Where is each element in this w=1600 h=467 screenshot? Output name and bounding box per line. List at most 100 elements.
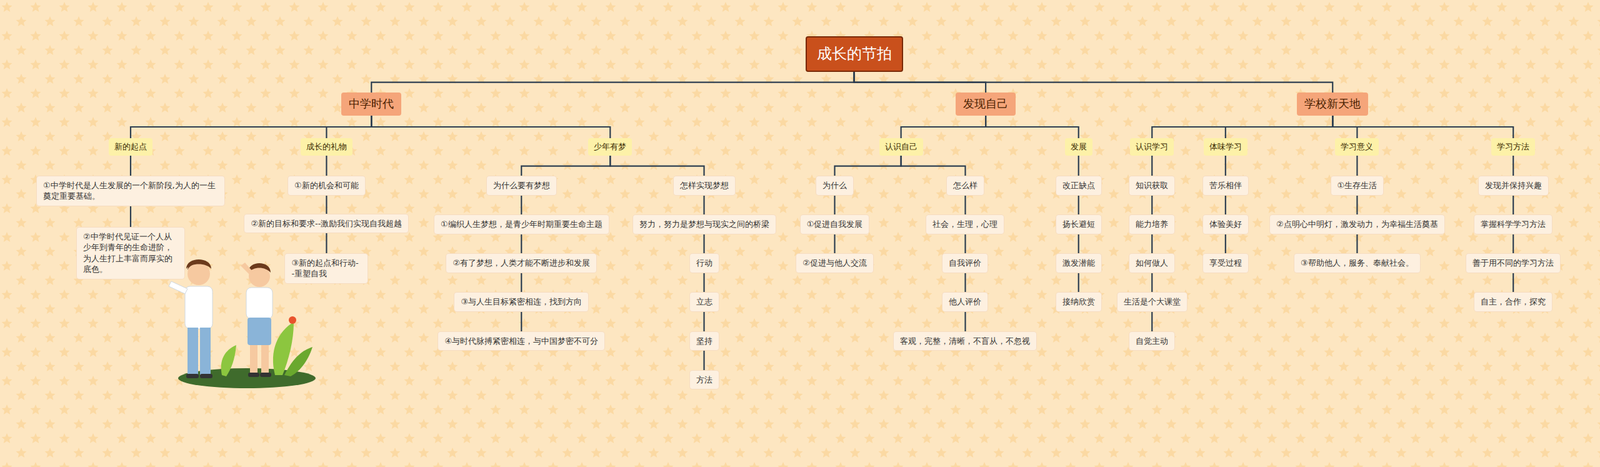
node-text: ①新的机会和可能 [294,180,359,192]
branch-connector [130,155,132,177]
node-text: ④与时代脉搏紧密相连，与中国梦密不可分 [444,335,599,347]
node-text: ①促进自我发展 [806,218,864,230]
branch-connector [1078,272,1080,294]
branch-connector [1512,195,1514,216]
node-text: 体验美好 [1209,218,1242,230]
branch-connector [1151,233,1153,254]
node-text: 社会，生理，心理 [932,218,998,230]
node-text: 成长的节拍 [816,43,892,64]
node-text: 他人评价 [948,296,982,308]
leaf-topic: 客观，完整，清晰，不盲从，不忽视 [893,331,1037,351]
node-text: ③新的起点和行动--重塑自我 [291,257,362,280]
node-text: ③帮助他人，服务、奉献社会。 [1300,257,1414,269]
branch-connector [1078,155,1080,177]
main-branch: 中学时代 [341,92,402,115]
leaf-topic: 自觉主动 [1129,331,1175,351]
branch-connector [964,195,966,216]
branch-connector [703,311,705,332]
leaf-topic: 生活是个大课堂 [1117,292,1187,312]
branch-connector [1225,115,1333,139]
branch-connector [964,272,966,294]
leaf-topic: 善于用不同的学习方法 [1466,253,1560,273]
leaf-topic: 改正缺点 [1056,176,1102,195]
root-topic: 成长的节拍 [805,36,904,72]
node-text: 自觉主动 [1135,335,1169,347]
main-branch: 学校新天地 [1296,92,1369,115]
branch-connector [1512,272,1514,294]
branch-connector [835,155,902,177]
branch-connector [1225,233,1227,254]
node-text: 能力培养 [1135,218,1169,230]
node-text: ②点明心中明灯，激发动力，为幸福生活奠基 [1276,218,1439,230]
branch-connector [325,232,327,254]
leaf-topic: 方法 [690,370,719,390]
node-text: 发展 [1070,141,1087,153]
node-text: 新的起点 [114,141,147,153]
node-text: 认识自己 [885,141,918,153]
node-text: ②有了梦想，人类才能不断进步和发展 [452,257,590,269]
branch-connector [1078,233,1080,254]
leaf-topic: ②点明心中明灯，激发动力，为幸福生活奠基 [1270,215,1445,234]
leaf-topic: 坚持 [690,331,719,351]
sub-branch: 认识自己 [879,138,924,156]
sub-branch: 发展 [1065,138,1093,156]
node-text: 接纳欣赏 [1062,296,1095,308]
branch-connector [964,311,966,332]
leaf-topic: ②有了梦想，人类才能不断进步和发展 [446,253,597,273]
leaf-topic: ②中学时代见证一个人从少年到青年的生命进阶，为人生打上丰富而厚实的底色。 [76,227,185,279]
leaf-topic: ④与时代脉搏紧密相连，与中国梦密不可分 [438,331,605,351]
node-text: 方法 [696,374,713,386]
leaf-topic: 努力，努力是梦想与现实之间的桥梁 [633,215,776,234]
leaf-topic: 社会，生理，心理 [926,215,1004,234]
sub-branch: 体味学习 [1203,138,1248,156]
branch-connector [1151,115,1333,139]
branch-connector [703,350,705,370]
leaf-topic: 扬长避短 [1056,215,1102,234]
node-text: 善于用不同的学习方法 [1472,257,1554,269]
sub-branch: 认识学习 [1130,138,1174,156]
leaf-topic: 行动 [690,253,719,273]
leaf-topic: 怎么样 [946,176,984,195]
branch-connector [833,233,835,254]
branch-connector [1151,155,1153,177]
branch-connector [1151,195,1153,216]
node-text: 改正缺点 [1062,180,1095,192]
branch-connector [520,311,522,332]
node-text: 体味学习 [1209,141,1242,153]
sub-branch: 学习意义 [1335,138,1379,156]
branch-connector [964,233,966,254]
node-text: 掌握科学学习方法 [1480,218,1546,230]
node-text: 自我评价 [948,257,982,269]
node-text: 激发潜能 [1062,257,1095,269]
node-text: ③与人生目标紧密相连，找到方向 [460,296,582,308]
branch-connector [1332,115,1514,139]
branch-connector [1078,195,1080,216]
node-text: 自主，合作，探究 [1480,296,1546,308]
leaf-topic: ③与人生目标紧密相连，找到方向 [454,292,589,312]
branch-connector [1356,155,1358,177]
node-text: ①生存生活 [1337,180,1378,192]
branch-connector [901,155,966,177]
leaf-topic: ②新的目标和要求--激励我们实现自我超越 [244,214,409,234]
branch-connector [1225,195,1227,216]
node-text: 知识获取 [1135,180,1169,192]
leaf-topic: 接纳欣赏 [1056,292,1102,312]
leaf-topic: ②促进与他人交流 [796,253,874,273]
branch-connector [901,115,987,139]
leaf-topic: 激发潜能 [1056,253,1102,273]
sub-branch: 新的起点 [108,138,153,156]
node-text: 生活是个大课堂 [1123,296,1181,308]
branch-connector [520,195,522,216]
leaf-topic: 能力培养 [1129,215,1175,234]
branch-connector [325,195,327,215]
leaf-topic: ①新的机会和可能 [288,176,365,195]
node-text: 立志 [696,296,713,308]
branch-connector [610,155,704,177]
node-text: 认识学习 [1135,141,1169,153]
node-text: ①中学时代是人生发展的一个新阶段,为人的一生奠定重要基础。 [43,180,219,202]
branch-connector [130,205,132,228]
branch-connector [1356,195,1358,216]
branch-connector [520,272,522,294]
branch-connector [371,115,610,139]
